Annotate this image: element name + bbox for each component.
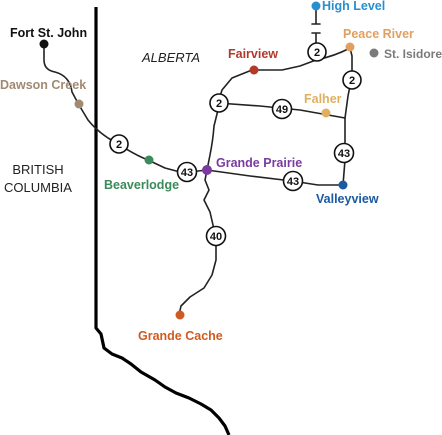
provincial-border	[94, 7, 231, 435]
hwy43-valley-shield: 43	[282, 170, 304, 192]
hwy2-west-shield: 2	[209, 93, 229, 113]
label-dawson-creek: Dawson Creek	[0, 78, 86, 92]
hwy2-bc-shield: 2	[109, 134, 129, 154]
region-label-bc-line1: BRITISH	[12, 162, 63, 177]
marker-peace-river[interactable]	[345, 42, 355, 52]
hwy2-east-label: 2	[349, 75, 355, 87]
label-valleyview: Valleyview	[316, 192, 379, 206]
hwy40-shield: 40	[205, 225, 227, 247]
place-markers	[39, 1, 379, 320]
hwy2-bc-label: 2	[116, 139, 122, 151]
region-label-bc-line2: COLUMBIA	[4, 180, 72, 195]
label-peace-river: Peace River	[343, 27, 414, 41]
highway-shields: 2 2 2 2 49 43 43 43	[109, 42, 362, 247]
marker-high-level[interactable]	[311, 1, 321, 11]
marker-fairview[interactable]	[249, 65, 259, 75]
hwy2-west-label: 2	[216, 98, 222, 110]
road-hwy43-east	[206, 169, 344, 186]
marker-grande-cache[interactable]	[175, 310, 185, 320]
hwy49-shield: 49	[271, 98, 293, 120]
marker-dawson-creek[interactable]	[74, 99, 84, 109]
hwy43-gp-shield: 43	[176, 161, 198, 183]
marker-fort-st-john[interactable]	[39, 39, 49, 49]
label-fairview: Fairview	[228, 47, 278, 61]
label-high-level: High Level	[322, 0, 385, 13]
label-beaverlodge: Beaverlodge	[104, 178, 179, 192]
marker-beaverlodge[interactable]	[144, 155, 154, 165]
hwy43-east-shield: 43	[333, 142, 355, 164]
marker-st-isidore[interactable]	[369, 48, 379, 58]
marker-falher[interactable]	[321, 108, 331, 118]
marker-valleyview[interactable]	[338, 180, 348, 190]
label-grande-prairie: Grande Prairie	[216, 156, 302, 170]
hwy43-valley-label: 43	[287, 176, 299, 188]
hwy2-north-shield: 2	[307, 42, 327, 62]
label-st-isidore: St. Isidore	[384, 47, 442, 61]
hwy43-east-label: 43	[338, 148, 350, 160]
hwy2-east-shield: 2	[342, 70, 362, 90]
label-fort-st-john: Fort St. John	[10, 26, 87, 40]
road-fort-st-john-dawson-creek	[43, 43, 80, 106]
road-grande-prairie-north	[206, 59, 317, 171]
hwy49-label: 49	[276, 104, 288, 116]
region-label-alberta: ALBERTA	[141, 50, 200, 65]
label-grande-cache: Grande Cache	[138, 329, 223, 343]
road-high-level	[311, 5, 321, 61]
marker-grande-prairie[interactable]	[202, 165, 212, 175]
hwy43-gp-label: 43	[181, 167, 193, 179]
hwy40-label: 40	[210, 231, 222, 243]
label-falher: Falher	[304, 92, 342, 106]
hwy2-north-label: 2	[314, 47, 320, 59]
